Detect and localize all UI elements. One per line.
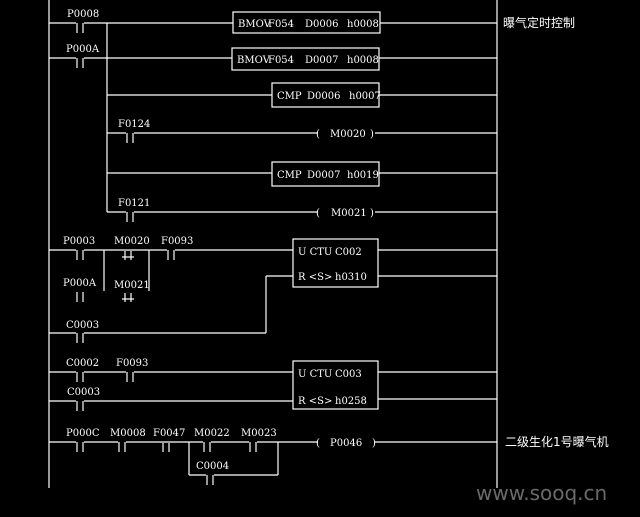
contact-no[interactable] xyxy=(75,247,85,261)
rung-9[interactable]: P000C M0008 F0047 M0022 M0023 C0004 ( P0… xyxy=(49,428,609,486)
contact-label: P0008 xyxy=(67,9,99,20)
operand: h0019 xyxy=(347,170,379,181)
coil-open: ( xyxy=(316,129,320,140)
contact-no[interactable] xyxy=(75,439,85,453)
rung-3[interactable]: CMP D0006 h0007 xyxy=(107,82,497,108)
operand: h0008 xyxy=(347,19,379,30)
counter-up-label: U CTU xyxy=(298,247,332,258)
contact-label: M0023 xyxy=(241,428,277,439)
counter-preset: h0258 xyxy=(335,396,367,407)
coil-close: ) xyxy=(370,208,374,219)
contact-label: F0047 xyxy=(153,428,185,439)
counter-preset: h0310 xyxy=(335,272,367,283)
coil-close: ) xyxy=(370,129,374,140)
rung-6[interactable]: F0121 ( M0021 ) xyxy=(107,198,497,223)
rung-comment: 曝气定时控制 xyxy=(503,15,575,30)
rung-comment: 二级生化1号曝气机 xyxy=(505,434,609,449)
coil-label: P0046 xyxy=(330,438,362,449)
rung-4[interactable]: F0124 ( M0020 ) xyxy=(107,119,497,144)
contact-no[interactable] xyxy=(166,247,176,261)
instruction: BMOV xyxy=(238,19,272,30)
contact-label: P000C xyxy=(66,428,100,439)
contact-no[interactable] xyxy=(202,439,212,453)
contact-label: P000A xyxy=(63,278,97,289)
cmp-block[interactable] xyxy=(271,82,380,108)
contact-label: M0021 xyxy=(114,280,150,291)
contact-no[interactable] xyxy=(75,20,85,34)
contact-pulse[interactable] xyxy=(162,442,170,453)
instruction: CMP xyxy=(277,91,302,102)
contact-no[interactable] xyxy=(75,289,85,303)
counter-up-label: U CTU xyxy=(298,369,332,380)
contact-no[interactable] xyxy=(125,130,135,144)
contact-label: P0003 xyxy=(63,236,95,247)
coil-open: ( xyxy=(316,208,320,219)
rung-5[interactable]: CMP D0007 h0019 xyxy=(107,161,497,187)
counter-name: C002 xyxy=(335,247,362,258)
contact-label: F0121 xyxy=(118,198,150,209)
counter-block[interactable] xyxy=(292,238,379,288)
contact-label: C0002 xyxy=(66,358,99,369)
counter-reset-label: R <S> xyxy=(298,396,332,407)
contact-label: C0003 xyxy=(66,320,99,331)
contact-no[interactable] xyxy=(125,209,135,223)
contact-no[interactable] xyxy=(75,330,85,344)
operand: D0007 xyxy=(307,170,340,181)
counter-name: C003 xyxy=(335,369,362,380)
instruction: BMOV xyxy=(237,55,271,66)
rung-1[interactable]: P0008 BMOV F054 D0006 h0008 曝气定时控制 xyxy=(49,9,575,34)
operand: h0007 xyxy=(349,91,381,102)
operand: F054 xyxy=(268,55,294,66)
contact-label: M0022 xyxy=(194,428,230,439)
coil-label: M0021 xyxy=(331,208,367,219)
contact-label: P000A xyxy=(66,44,100,55)
coil-open: ( xyxy=(316,438,320,449)
watermark: www.sooq.cn xyxy=(476,481,607,505)
bmov-block[interactable] xyxy=(232,11,381,34)
contact-no[interactable] xyxy=(125,369,135,383)
contact-no[interactable] xyxy=(75,398,85,412)
contact-label: F0093 xyxy=(161,236,193,247)
contact-pulse[interactable] xyxy=(124,292,132,303)
operand: h0008 xyxy=(347,55,379,66)
operand: F054 xyxy=(268,19,294,30)
contact-label: C0003 xyxy=(67,387,100,398)
instruction: CMP xyxy=(277,170,302,181)
contact-pulse[interactable] xyxy=(124,250,132,261)
coil-close: ) xyxy=(372,438,376,449)
rung-8[interactable]: C0002 F0093 C0003 U CTU C003 R <S> h0258 xyxy=(49,358,497,412)
contact-label: C0004 xyxy=(196,461,229,472)
contact-no[interactable] xyxy=(75,55,85,69)
rung-2[interactable]: P000A BMOV F054 D0007 h0008 xyxy=(49,44,497,71)
coil-label: M0020 xyxy=(330,129,366,140)
operand: D0006 xyxy=(307,91,340,102)
contact-label: M0020 xyxy=(114,236,150,247)
operand: D0006 xyxy=(305,19,338,30)
contact-no[interactable] xyxy=(205,472,215,486)
counter-reset-label: R <S> xyxy=(298,272,332,283)
cmp-block[interactable] xyxy=(271,161,380,187)
contact-no[interactable] xyxy=(248,439,258,453)
operand: D0007 xyxy=(305,55,338,66)
counter-block[interactable] xyxy=(292,360,379,410)
bmov-block[interactable] xyxy=(231,47,380,71)
contact-label: M0008 xyxy=(110,428,146,439)
contact-no[interactable] xyxy=(75,369,85,383)
contact-label: F0124 xyxy=(118,119,150,130)
rung-7[interactable]: P0003 M0020 F0093 P000A M0021 C0003 U CT… xyxy=(49,236,497,344)
contact-label: F0093 xyxy=(116,358,148,369)
contact-no[interactable] xyxy=(117,439,127,453)
